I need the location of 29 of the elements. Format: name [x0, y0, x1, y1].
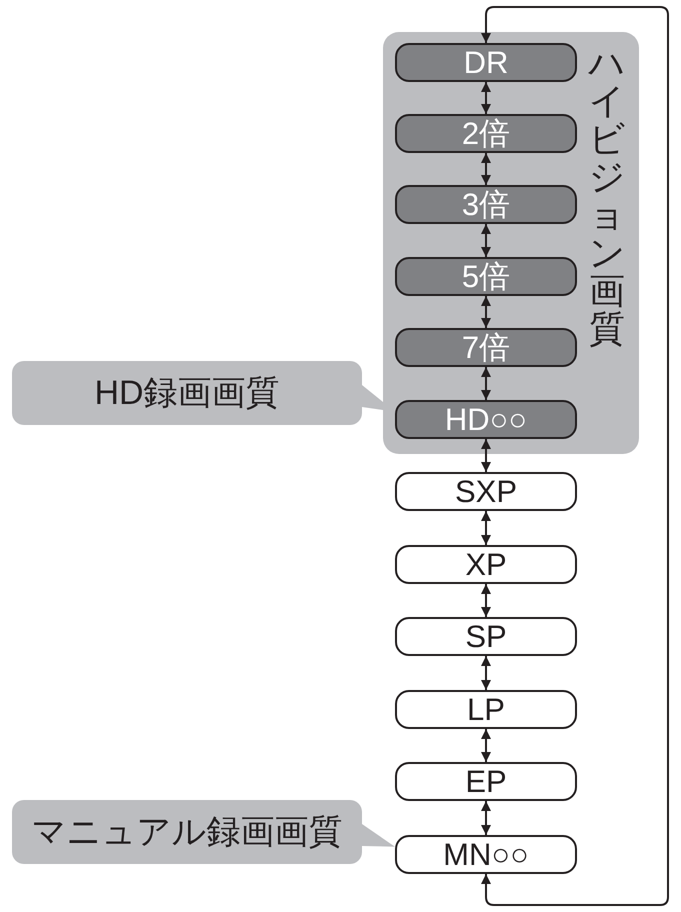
mode-box: 7倍 [395, 328, 577, 367]
mode-box: SXP [395, 472, 577, 511]
mode-box: 2倍 [395, 114, 577, 153]
arrow [481, 367, 491, 400]
callout-pointer [362, 824, 395, 847]
arrow [481, 82, 491, 114]
arrow [481, 296, 491, 328]
arrow [481, 656, 491, 690]
callout-bubble: マニュアル録画画質 [12, 800, 362, 864]
arrow [481, 153, 491, 185]
mode-box: 3倍 [395, 185, 577, 224]
arrow [481, 584, 491, 617]
group-panel [383, 32, 639, 454]
arrow [481, 729, 491, 762]
mode-box: 5倍 [395, 257, 577, 296]
mode-box: SP [395, 617, 577, 656]
mode-box: DR [395, 43, 577, 82]
arrow [481, 511, 491, 545]
mode-box: HD○○ [395, 400, 577, 439]
loop-arrow [481, 6, 669, 906]
arrow [481, 801, 491, 835]
mode-box: XP [395, 545, 577, 584]
callout-bubble: HD録画画質 [12, 361, 362, 425]
arrow [481, 439, 491, 472]
mode-box: MN○○ [395, 835, 577, 874]
mode-box: EP [395, 762, 577, 801]
panel-heading: ハイビジョン画質 [587, 44, 626, 348]
mode-box: LP [395, 690, 577, 729]
arrow [481, 224, 491, 257]
